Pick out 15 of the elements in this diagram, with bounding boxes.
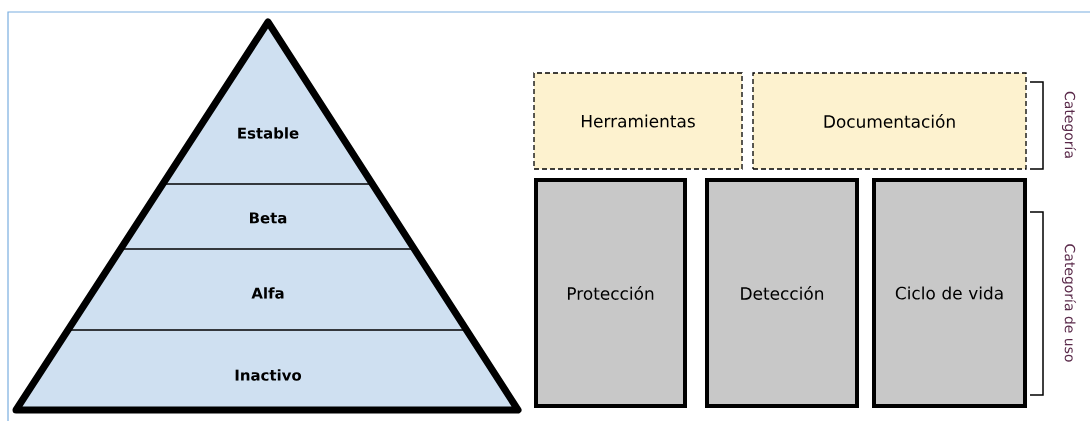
category-box: Herramientas	[533, 72, 743, 170]
category-box: Documentación	[752, 72, 1027, 170]
usage-box: Ciclo de vida	[872, 178, 1027, 408]
pyramid-tier: Beta	[120, 184, 415, 249]
node-label: Inactivo	[235, 369, 302, 381]
bracket-label: Categoría	[1061, 91, 1077, 158]
node-label: Beta	[250, 212, 287, 224]
pyramid-tier: Inactivo	[16, 330, 518, 410]
bracket-label: Categoría de uso	[1061, 244, 1077, 362]
node-label: Estable	[238, 127, 299, 139]
usage-box: Detección	[705, 178, 859, 408]
node-label: Alfa	[251, 287, 284, 299]
usage-box: Protección	[534, 178, 687, 408]
pyramid-tier: Alfa	[68, 249, 467, 330]
pyramid-tier: Estable	[162, 22, 373, 184]
